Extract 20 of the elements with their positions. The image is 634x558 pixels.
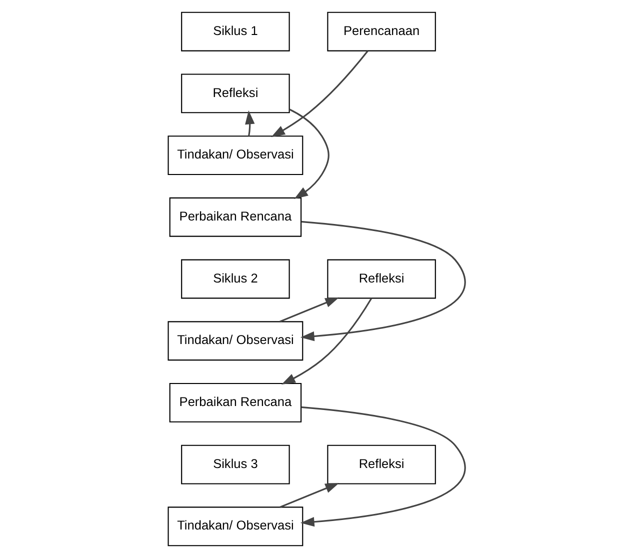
arrow	[281, 298, 372, 385]
node-box: Tindakan/ Observasi	[168, 321, 304, 361]
node-box: Perbaikan Rencana	[169, 197, 302, 237]
arrow	[300, 220, 466, 342]
node-box: Siklus 1	[181, 12, 290, 52]
arrow	[289, 108, 330, 200]
arrow	[245, 110, 255, 136]
arrow	[271, 50, 368, 138]
arrow	[280, 297, 340, 322]
node-box: Tindakan/ Observasi	[168, 136, 304, 176]
node-box: Perencanaan	[327, 12, 436, 52]
node-box: Perbaikan Rencana	[169, 382, 302, 422]
node-box: Refleksi	[327, 444, 436, 484]
node-box: Refleksi	[327, 259, 436, 299]
arrow	[280, 482, 340, 508]
node-box: Siklus 2	[181, 259, 290, 299]
node-box: Refleksi	[181, 74, 290, 114]
arrow	[300, 406, 466, 527]
node-box: Tindakan/ Observasi	[168, 506, 304, 546]
node-box: Siklus 3	[181, 444, 290, 484]
